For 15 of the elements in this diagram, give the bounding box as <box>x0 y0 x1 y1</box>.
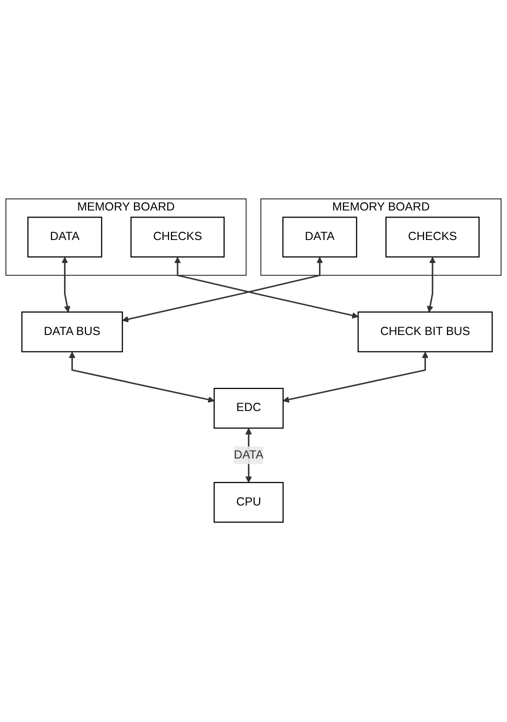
node-box: DATA BUS <box>21 312 123 353</box>
node-box: CHECKS <box>385 217 480 258</box>
node-box: DATA <box>27 217 102 258</box>
node-box: CHECKS <box>130 217 225 258</box>
arrow <box>122 257 323 323</box>
arrow <box>426 257 436 313</box>
node-box: CPU <box>214 482 284 524</box>
arrow <box>174 257 358 320</box>
arrow <box>62 257 70 313</box>
node-box: DATA <box>282 217 358 258</box>
node-box: EDC <box>214 388 284 430</box>
arrow <box>282 352 428 404</box>
node-box: CHECK BIT BUS <box>358 312 493 353</box>
edge-label: DATA <box>234 449 264 462</box>
arrow <box>68 352 214 404</box>
